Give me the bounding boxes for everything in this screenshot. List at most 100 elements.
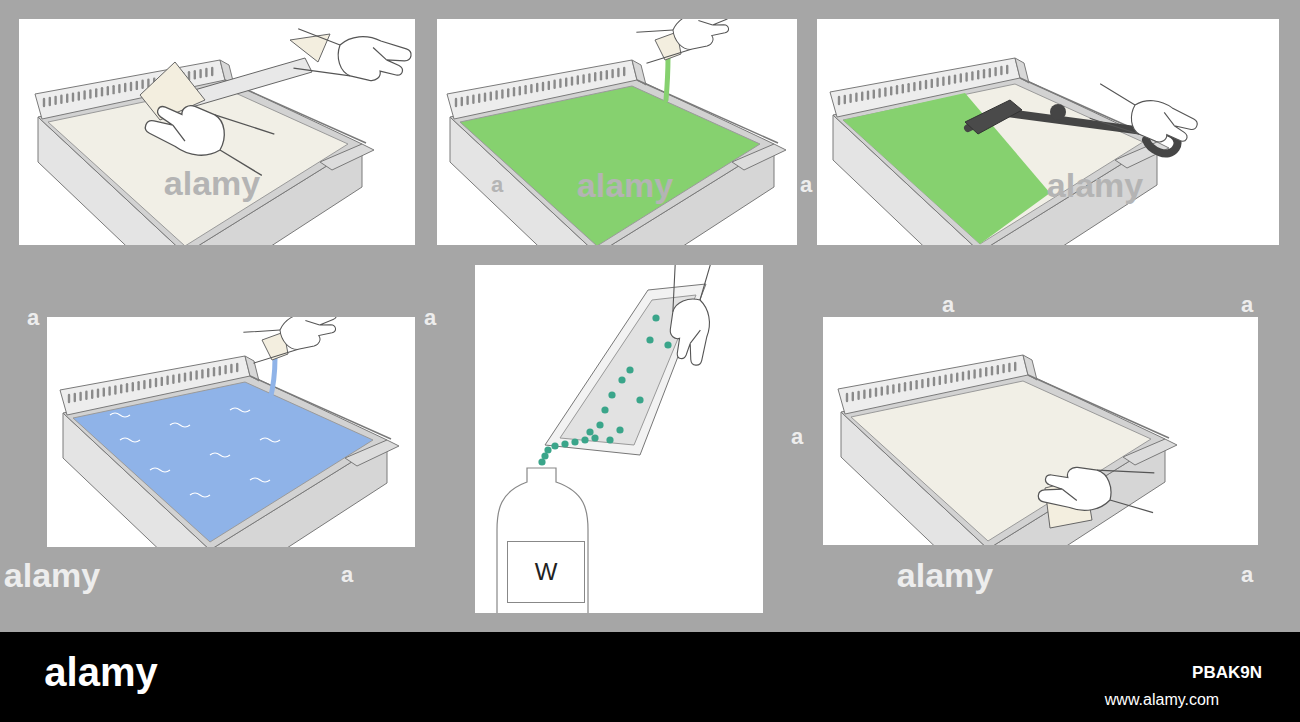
- vent-slot: [507, 89, 509, 96]
- vent-slot: [124, 84, 126, 91]
- vent-slot: [985, 368, 987, 375]
- vent-slot: [97, 390, 99, 397]
- vent-slot: [954, 76, 956, 83]
- vent-slot: [933, 378, 935, 385]
- vent-slot: [161, 378, 163, 385]
- vent-slot: [915, 381, 917, 388]
- watermark: alamy: [4, 558, 100, 592]
- step-panel: [19, 19, 415, 245]
- vent-slot: [195, 371, 197, 378]
- vent-slot: [921, 380, 923, 387]
- step-panel: [475, 265, 763, 613]
- cleaner-granule: [652, 314, 659, 321]
- griddle: [830, 58, 1169, 245]
- vent-slot: [143, 381, 145, 388]
- cleaner-granule: [586, 428, 593, 435]
- vent-slot: [207, 369, 209, 376]
- vent-slot: [588, 74, 590, 81]
- vent-slot: [49, 98, 51, 105]
- vent-slot: [54, 97, 56, 104]
- vent-slot: [925, 81, 927, 88]
- griddle-surface: [73, 382, 373, 542]
- sleeve-line: [636, 19, 717, 64]
- sleeve-line: [668, 265, 711, 345]
- vent-slot: [617, 69, 619, 76]
- vent-slot: [118, 85, 120, 92]
- vent-slot: [211, 68, 213, 75]
- vent-slot: [863, 391, 865, 398]
- water-ripple: [230, 408, 250, 412]
- vent-slot: [83, 92, 85, 99]
- panel-art: [447, 19, 786, 245]
- vent-slot: [968, 372, 970, 379]
- hand-shape: [142, 93, 232, 163]
- vent-slot: [201, 370, 203, 377]
- vent-slot: [571, 78, 573, 85]
- vent-slot: [846, 394, 848, 401]
- cleaner-granule: [626, 366, 633, 373]
- vent-slot: [112, 86, 114, 93]
- vent-slot: [501, 90, 503, 97]
- hand: [636, 19, 737, 64]
- griddle-surface: [851, 381, 1151, 541]
- bottle-label: W: [507, 541, 585, 603]
- hand: [1088, 80, 1200, 153]
- vent-slot: [130, 83, 132, 90]
- side-rim: [637, 80, 778, 143]
- panel-art: [830, 58, 1200, 245]
- vent-slot: [898, 384, 900, 391]
- vent-slot: [965, 73, 967, 80]
- hand-shape: [1125, 94, 1200, 153]
- vent-slot: [74, 394, 76, 401]
- vent-slot: [178, 375, 180, 382]
- vent-slot: [519, 87, 521, 94]
- vent-slot: [101, 88, 103, 95]
- watermark: a: [491, 174, 503, 196]
- water-ripple: [170, 423, 190, 427]
- vent-slot: [950, 375, 952, 382]
- vent-slot: [79, 393, 81, 400]
- image-id: www.alamy.com: [1105, 692, 1219, 708]
- vent-slot: [68, 395, 70, 402]
- hand: [666, 265, 715, 366]
- vent-slot: [136, 82, 138, 89]
- vent-slot: [861, 93, 863, 100]
- vent-slot: [600, 72, 602, 79]
- sleeve-line: [1061, 465, 1156, 513]
- sleeve-line: [1088, 84, 1179, 147]
- vent-slot: [910, 382, 912, 389]
- vent-slot: [838, 97, 840, 104]
- cleaner-granule: [618, 376, 625, 383]
- vent-slot: [890, 87, 892, 94]
- vent-slot: [172, 376, 174, 383]
- footer-bar: [0, 632, 1300, 722]
- vent-slot: [1000, 67, 1002, 74]
- backsplash: [60, 356, 250, 415]
- vent-slot: [927, 379, 929, 386]
- vent-slot: [962, 373, 964, 380]
- vent-slot: [484, 94, 486, 101]
- vent-slot: [1002, 365, 1004, 372]
- vent-slot: [91, 391, 93, 398]
- griddle: [447, 60, 786, 245]
- vent-slot: [559, 80, 561, 87]
- vent-slot: [194, 71, 196, 78]
- cleaner-granule: [551, 442, 558, 449]
- sleeve-line: [243, 317, 324, 364]
- vent-slot: [907, 84, 909, 91]
- vent-slot: [849, 95, 851, 102]
- watermark: a: [424, 307, 436, 329]
- backsplash: [838, 355, 1028, 414]
- watermark: a: [800, 174, 812, 196]
- vent-slot: [594, 73, 596, 80]
- vent-slot: [513, 88, 515, 95]
- vent-slot: [582, 75, 584, 82]
- liquid-stream: [666, 58, 668, 100]
- vent-slot: [155, 379, 157, 386]
- vent-slot: [904, 383, 906, 390]
- vent-slot: [881, 388, 883, 395]
- vent-slot: [72, 94, 74, 101]
- vent-slot: [896, 86, 898, 93]
- hand: [291, 25, 413, 88]
